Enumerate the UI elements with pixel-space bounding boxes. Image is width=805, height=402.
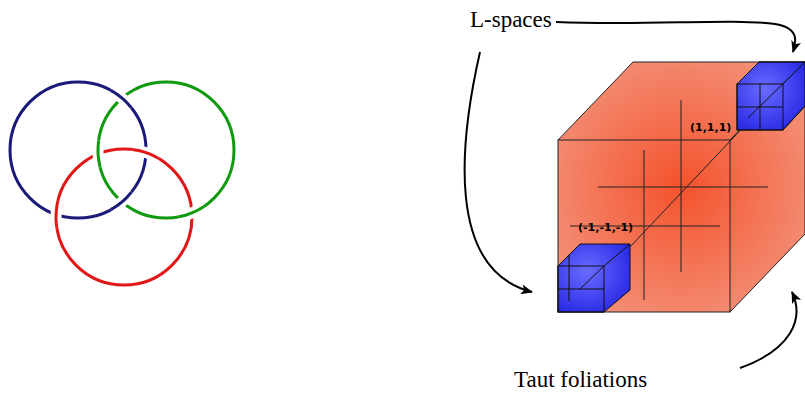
leader-arrow [465,22,797,368]
cube [558,62,805,312]
coordinate-label: (-1,-1,-1) [578,222,633,233]
coordinate-label: (1,1,1) [690,122,731,133]
region-label: L-spaces [470,8,552,31]
borromean-rings [10,82,234,285]
blue-cube [737,62,805,130]
region-label: Taut foliations [514,368,647,391]
blue-cube [558,244,630,312]
